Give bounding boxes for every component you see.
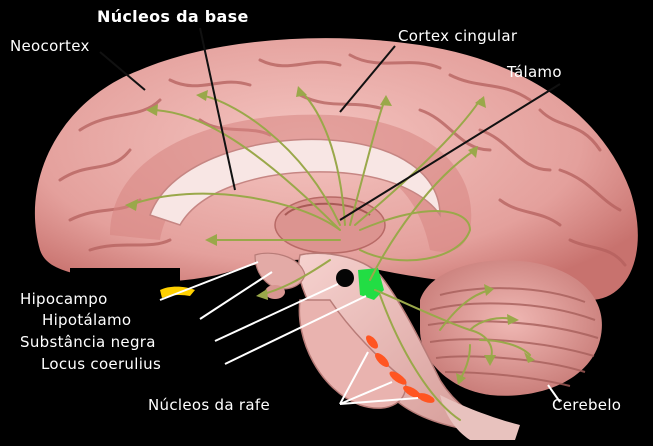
label-cingulate-cortex: Cortex cingular (398, 28, 517, 45)
label-thalamus: Tálamo (507, 64, 562, 81)
label-raphe-nuclei: Núcleos da rafe (148, 397, 270, 414)
label-hippocampus: Hipocampo (20, 291, 108, 308)
temporal-shadow (70, 268, 180, 286)
label-cerebellum: Cerebelo (552, 397, 621, 414)
label-locus-coeruleus: Locus coerulius (41, 356, 161, 373)
label-basal-nuclei: Núcleos da base (97, 8, 249, 25)
label-neocortex: Neocortex (10, 38, 90, 55)
label-substantia-nigra: Substância negra (20, 334, 156, 351)
substantia-nigra-mark (336, 269, 354, 287)
label-hypothalamus: Hipotálamo (42, 312, 131, 329)
